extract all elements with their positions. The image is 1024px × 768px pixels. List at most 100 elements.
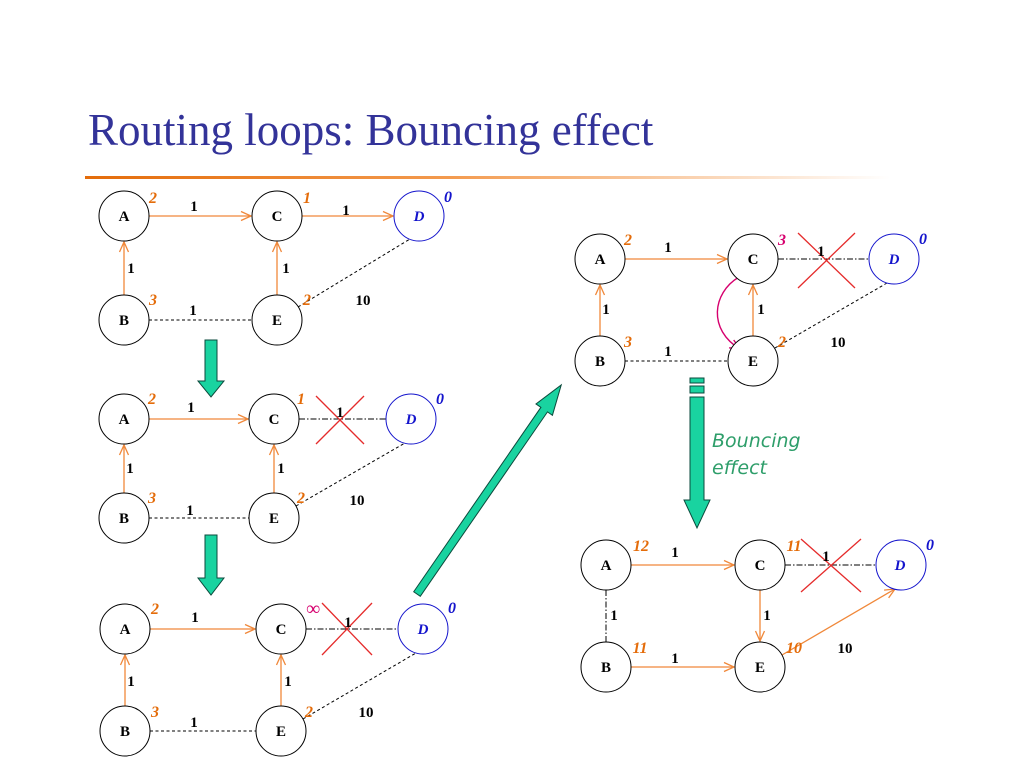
node-b-label: B: [119, 511, 129, 527]
graph-5: A C D B E 1 1 1 1 1 10 12 11 0 11 10: [580, 537, 934, 693]
node-e-label: E: [748, 354, 758, 370]
node-c: [727, 233, 779, 285]
node-e: [251, 294, 303, 346]
weight-b-e: 1: [189, 303, 197, 319]
dist-e: 2: [777, 334, 786, 351]
diagonal-arrow-icon: [413, 383, 563, 597]
node-c-label: C: [276, 622, 287, 638]
dist-b: 11: [632, 640, 647, 657]
node-c: [248, 393, 300, 445]
node-d: [868, 233, 920, 285]
node-a-label: A: [119, 209, 130, 225]
dashed-down-arrow-icon: [683, 377, 711, 530]
weight-c-d: 1: [344, 615, 352, 631]
weight-a-c: 1: [191, 610, 199, 626]
node-e: [255, 705, 307, 757]
weight-c-d: 1: [822, 549, 830, 565]
dist-c: 3: [777, 232, 786, 249]
graph-4: A C D B E 1 1 1 1 1 10 2 3 0 3 2: [574, 231, 927, 387]
weight-b-e: 1: [671, 651, 679, 667]
weight-b-a: 1: [127, 261, 135, 277]
link-failure-cross-icon: [315, 395, 365, 445]
weight-c-d: 1: [342, 203, 350, 219]
weight-e-c: 1: [282, 261, 290, 277]
dist-b: 3: [148, 292, 157, 309]
node-b-label: B: [119, 313, 129, 329]
weight-e-d: 10: [356, 293, 371, 309]
link-failure-cross-icon: [800, 538, 862, 593]
node-d: [393, 190, 445, 242]
weight-e-d: 10: [838, 641, 853, 657]
weight-c-d: 1: [817, 244, 825, 260]
node-a-label: A: [595, 252, 606, 268]
edge-e-d: [295, 442, 406, 507]
weight-b-a: 1: [602, 302, 610, 318]
node-a-label: A: [601, 558, 612, 574]
weight-e-d: 10: [350, 493, 365, 509]
dist-e: 2: [304, 704, 313, 721]
node-a: [98, 393, 150, 445]
weight-e-c: 1: [284, 674, 292, 690]
node-a-label: A: [120, 622, 131, 638]
bounce-curved-arrow-icon: [716, 276, 740, 349]
node-d-label: D: [405, 412, 417, 428]
node-d-label: D: [417, 622, 429, 638]
page-title: Routing loops: Bouncing effect: [88, 105, 654, 155]
node-c-label: C: [755, 558, 766, 574]
dist-b: 3: [623, 334, 632, 351]
annotation-line-1: Bouncing: [712, 430, 801, 452]
weight-b-a: 1: [126, 461, 134, 477]
weight-a-c: 1: [187, 400, 195, 416]
dist-e: 10: [786, 640, 802, 657]
dist-c: ∞: [306, 598, 320, 620]
weight-a-b: 1: [610, 608, 618, 624]
weight-c-e: 1: [763, 608, 771, 624]
node-d: [875, 539, 927, 591]
down-arrow-icon: [196, 339, 226, 398]
node-e-label: E: [272, 313, 282, 329]
annotation-line-2: effect: [712, 457, 769, 479]
edge-e-d: [297, 238, 411, 308]
node-a-label: A: [119, 412, 130, 428]
weight-e-c: 1: [757, 302, 765, 318]
edge-e-d: [781, 589, 895, 656]
link-failure-cross-icon: [797, 232, 856, 289]
weight-a-c: 1: [671, 545, 679, 561]
dist-a: 2: [148, 190, 157, 207]
dist-b: 3: [150, 704, 159, 721]
dist-d: 0: [436, 391, 444, 408]
node-e: [734, 641, 786, 693]
graph-3: A C D B E 1 1 1 1 1 10 2 ∞ 0 3 2: [99, 598, 456, 757]
link-failure-cross-icon: [321, 602, 373, 656]
dist-a: 2: [623, 232, 632, 249]
node-b-label: B: [120, 724, 130, 740]
node-e: [727, 335, 779, 387]
dist-a: 2: [147, 391, 156, 408]
node-a: [99, 603, 151, 655]
node-d-label: D: [888, 252, 900, 268]
node-a: [580, 539, 632, 591]
node-b: [580, 641, 632, 693]
dist-e: 2: [296, 490, 305, 507]
weight-e-d: 10: [831, 335, 846, 351]
node-b: [98, 294, 150, 346]
dist-d: 0: [926, 537, 934, 554]
dist-a: 2: [150, 601, 159, 618]
node-e: [248, 492, 300, 544]
node-a: [574, 233, 626, 285]
dist-c: 11: [786, 538, 801, 555]
node-c-label: C: [269, 412, 280, 428]
node-b: [99, 705, 151, 757]
weight-a-c: 1: [664, 240, 672, 256]
weight-a-c: 1: [190, 199, 198, 215]
weight-b-e: 1: [664, 344, 672, 360]
dist-a: 12: [633, 538, 649, 555]
node-c: [255, 603, 307, 655]
node-d-label: D: [894, 558, 906, 574]
node-b-label: B: [601, 660, 611, 676]
dist-d: 0: [919, 231, 927, 248]
node-e-label: E: [276, 724, 286, 740]
node-d-label: D: [413, 209, 425, 225]
node-e-label: E: [755, 660, 765, 676]
